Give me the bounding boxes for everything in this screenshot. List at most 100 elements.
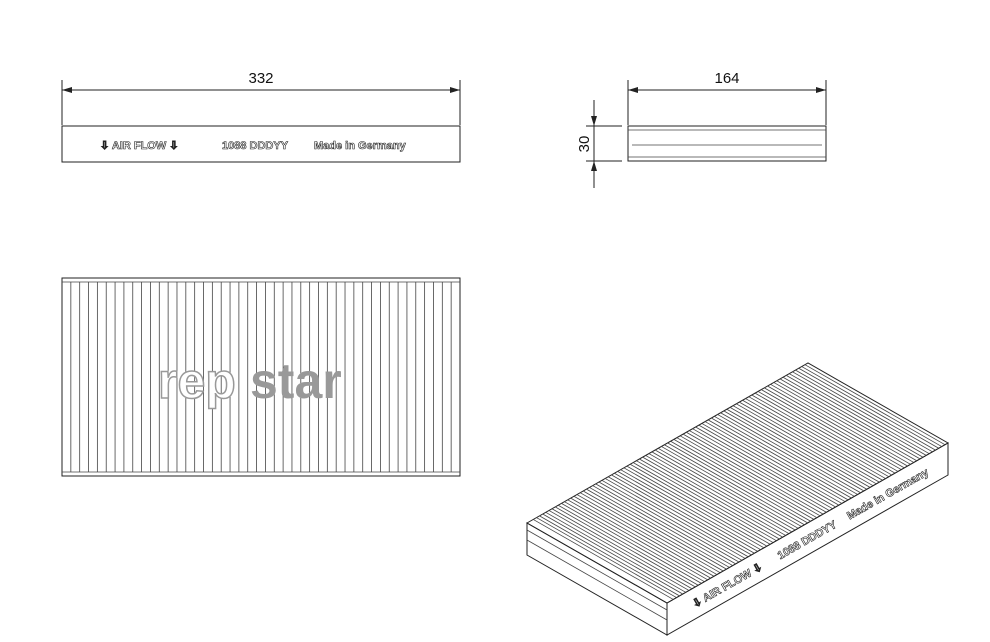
iso-pleat-line (757, 391, 899, 472)
iso-pleat-line (698, 424, 839, 506)
height-value: 30 (576, 136, 593, 153)
iso-pleat-line (595, 483, 736, 565)
iso-pleat-line (714, 415, 855, 497)
iso-pleat-line (764, 387, 905, 469)
iso-pleat-line (664, 444, 805, 526)
iso-pleat-line (707, 419, 849, 501)
iso-pleat-line (685, 431, 827, 513)
iso-pleat-line (726, 408, 868, 490)
iso-pleat-line (626, 465, 768, 547)
iso-pleat-line (542, 513, 683, 595)
iso-pleat-line (629, 463, 771, 545)
isometric-view: ⇩ AIR FLOW ⇩ 1088 DDDYY Made in Germany (525, 362, 950, 636)
iso-pleat-line (732, 405, 874, 487)
width-value: 164 (714, 70, 739, 87)
origin-label: Made in Germany (314, 140, 407, 152)
iso-pleat-line (720, 412, 861, 494)
iso-pleat-line (751, 394, 892, 476)
iso-pleat-line (679, 435, 821, 517)
iso-pleat-line (804, 364, 945, 445)
height-dimension: 30 (576, 100, 622, 188)
iso-pleat-line (536, 517, 677, 598)
top-view (61, 277, 461, 477)
iso-pleat-line (620, 469, 761, 551)
iso-pleat-line (789, 373, 930, 455)
iso-pleat-line (795, 369, 936, 451)
iso-pleat-line (645, 455, 786, 536)
iso-pleat-line (739, 401, 880, 483)
iso-pleat-line (554, 506, 696, 588)
iso-pleat-line (801, 366, 942, 447)
iso-pleat-line (754, 392, 895, 474)
iso-pleat-line (648, 453, 789, 534)
iso-pleat-line (779, 378, 920, 460)
iso-pleat-line (586, 488, 727, 570)
iso-pleat-line (583, 490, 724, 572)
iso-pleat-line (604, 477, 746, 559)
iso-pleat-line (735, 403, 877, 485)
iso-pleat-line (689, 430, 830, 511)
iso-pleat-line (782, 376, 924, 458)
length-value: 332 (248, 70, 273, 87)
iso-pleat-line (558, 504, 699, 586)
iso-pleat-line (670, 440, 811, 522)
iso-pleat-line (798, 367, 939, 449)
iso-pleat-line (539, 515, 680, 597)
iso-pleat-line (792, 371, 933, 453)
iso-pleat-line (695, 426, 836, 508)
iso-pleat-line (642, 456, 783, 538)
iso-pleat-line (767, 385, 908, 467)
watermark-rep: rep (158, 353, 236, 409)
iso-pleat-line (651, 451, 793, 533)
iso-pleat-line (564, 501, 705, 583)
iso-pleat-line (573, 495, 714, 577)
iso-code-label: 1088 DDDYY (776, 519, 840, 562)
iso-pleat-line (682, 433, 824, 515)
iso-pleat-line (667, 442, 808, 524)
iso-pleat-line (773, 381, 914, 463)
iso-pleat-line (623, 467, 764, 549)
iso-pleat-line (692, 428, 833, 509)
iso-pleat-line (639, 458, 780, 540)
iso-pleat-line (576, 494, 718, 575)
iso-pleat-line (614, 472, 755, 554)
iso-pleat-line (776, 380, 917, 462)
iso-pleat-line (635, 460, 777, 541)
iso-pleat-line (610, 474, 752, 556)
width-dimension: 164 (627, 70, 827, 125)
iso-pleat-line (729, 406, 871, 488)
iso-pleat-line (533, 519, 674, 600)
repstar-watermark: rep star (157, 352, 341, 410)
iso-pleat-line (592, 485, 733, 566)
iso-pleat-line (632, 462, 774, 543)
code-label: 1088 DDDYY (222, 140, 289, 152)
iso-pleat-line (561, 502, 702, 584)
iso-pleat-line (748, 396, 889, 477)
iso-pleat-line (601, 479, 743, 561)
iso-pleat-line (545, 511, 686, 593)
iso-pleat-line (723, 410, 864, 492)
iso-pleat-line (598, 481, 739, 563)
iso-pleat-line (579, 492, 721, 573)
iso-pleat-lines (533, 364, 945, 600)
iso-pleat-line (785, 374, 927, 456)
iso-pleat-line (660, 445, 802, 527)
air-flow-label: ⇩ AIR FLOW ⇩ (100, 140, 179, 152)
iso-pleat-line (551, 508, 693, 590)
iso-pleat-line (701, 423, 843, 504)
iso-pleat-line (742, 399, 883, 481)
iso-pleat-line (717, 413, 858, 495)
iso-pleat-line (548, 509, 689, 591)
iso-pleat-line (617, 470, 758, 552)
iso-pleat-line (657, 447, 799, 529)
pleat-lines (70, 282, 452, 472)
iso-pleat-line (607, 476, 749, 558)
iso-pleat-line (760, 389, 902, 470)
length-dimension: 332 (61, 70, 461, 125)
iso-pleat-line (710, 417, 852, 499)
iso-pleat-line (654, 449, 796, 531)
iso-pleat-line (589, 487, 730, 568)
iso-pleat-line (676, 437, 818, 519)
side-view: ⇩ AIR FLOW ⇩ 1088 DDDYY Made in Germany (61, 125, 461, 163)
